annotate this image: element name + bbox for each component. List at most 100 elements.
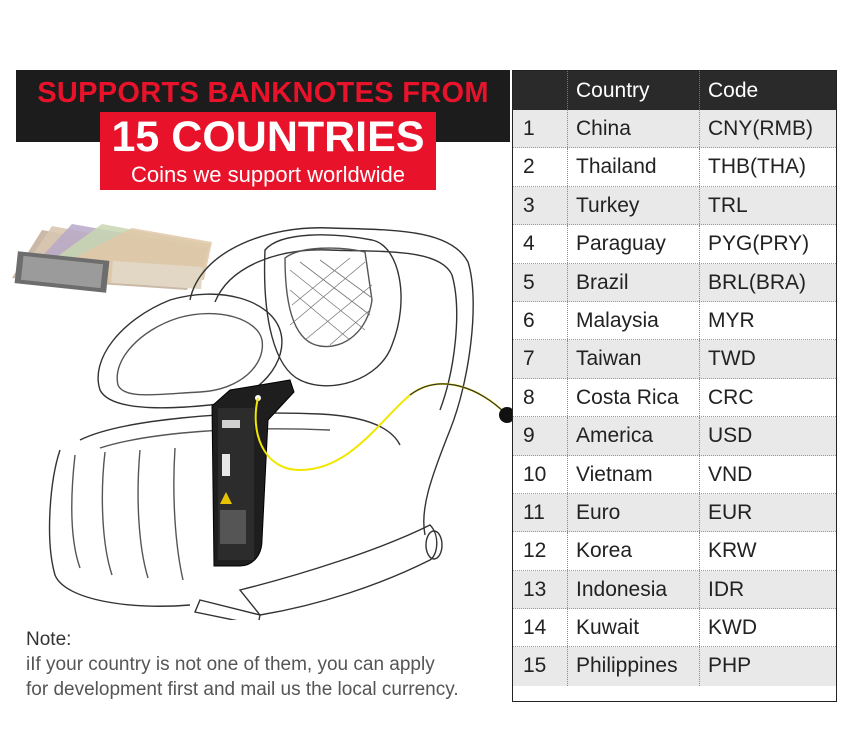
column-divider	[567, 493, 568, 532]
column-divider	[567, 455, 568, 493]
row-code: THB(THA)	[708, 155, 806, 179]
row-country: Kuwait	[576, 616, 640, 640]
row-number: 5	[523, 270, 535, 294]
column-divider	[699, 148, 700, 186]
header-code: Code	[708, 79, 759, 102]
table-row: 15 Philippines PHP	[513, 647, 836, 687]
row-country: China	[576, 117, 631, 140]
row-number: 6	[523, 308, 535, 332]
row-country: Vietnam	[576, 462, 653, 486]
column-divider	[567, 148, 568, 186]
row-code: TRL	[708, 193, 748, 217]
column-divider	[699, 493, 700, 532]
row-number: 1	[523, 117, 535, 140]
table-row: 12 Korea KRW	[513, 532, 836, 571]
table-header: Country Code	[513, 71, 836, 110]
column-divider	[567, 340, 568, 378]
table-body: 1 China CNY(RMB) 2 Thailand THB(THA) 3 Turkey TR…	[513, 110, 836, 687]
row-number: 14	[523, 616, 547, 640]
column-divider	[567, 186, 568, 225]
row-code: EUR	[708, 500, 753, 524]
row-code: KRW	[708, 539, 757, 563]
column-divider	[567, 609, 568, 647]
row-number: 11	[523, 500, 545, 524]
note-block: Note: iIf your country is not one of the…	[26, 627, 506, 702]
connector-dot	[499, 407, 512, 423]
table-row: 6 Malaysia MYR	[513, 301, 836, 341]
column-divider	[699, 225, 700, 263]
row-code: CRC	[708, 385, 754, 409]
row-country: Costa Rica	[576, 385, 679, 409]
row-country: Korea	[576, 539, 633, 563]
row-country: America	[576, 424, 654, 448]
column-divider	[699, 532, 700, 570]
row-country: Indonesia	[576, 577, 668, 601]
column-divider	[567, 570, 568, 609]
header-divider	[699, 71, 700, 110]
table-row: 4 Paraguay PYG(PRY)	[513, 225, 836, 264]
promo-banner: SUPPORTS BANKNOTES FROM 15 COUNTRIES Coi…	[16, 70, 510, 194]
column-divider	[567, 301, 568, 340]
table-row: 11 Euro EUR	[513, 493, 836, 533]
column-divider	[567, 532, 568, 570]
banner-red-box: 15 COUNTRIES Coins we support worldwide	[100, 112, 436, 190]
row-country: Brazil	[576, 270, 629, 294]
header-divider	[567, 71, 568, 110]
row-number: 7	[523, 347, 535, 371]
row-code: PYG(PRY)	[708, 232, 810, 256]
row-code: MYR	[708, 308, 755, 332]
column-divider	[699, 570, 700, 609]
row-country: Turkey	[576, 193, 640, 217]
table-row: 1 China CNY(RMB)	[513, 110, 836, 149]
table-row: 3 Turkey TRL	[513, 186, 836, 226]
note-line-1: iIf your country is not one of them, you…	[26, 654, 435, 675]
header-country: Country	[576, 79, 650, 102]
column-divider	[699, 263, 700, 301]
row-country: Thailand	[576, 155, 657, 179]
row-number: 10	[523, 462, 547, 486]
column-divider	[699, 340, 700, 378]
column-divider	[699, 378, 700, 417]
column-divider	[699, 609, 700, 647]
column-divider	[567, 647, 568, 687]
row-code: VND	[708, 462, 753, 486]
row-country: Euro	[576, 500, 621, 524]
banner-headline: SUPPORTS BANKNOTES FROM	[37, 77, 489, 109]
note-title: Note:	[26, 629, 72, 650]
row-number: 13	[523, 577, 547, 601]
row-number: 12	[523, 539, 547, 563]
table-row: 10 Vietnam VND	[513, 455, 836, 494]
row-number: 2	[523, 155, 535, 179]
row-code: CNY(RMB)	[708, 117, 813, 140]
column-divider	[699, 186, 700, 225]
table-row: 7 Taiwan TWD	[513, 340, 836, 379]
row-country: Philippines	[576, 654, 678, 678]
row-country: Malaysia	[576, 308, 659, 332]
currency-table: Country Code 1 China CNY(RMB) 2 Thailand THB(…	[512, 70, 837, 702]
table-row: 2 Thailand THB(THA)	[513, 148, 836, 187]
column-divider	[699, 110, 700, 148]
column-divider	[567, 225, 568, 263]
row-code: TWD	[708, 347, 756, 371]
column-divider	[699, 455, 700, 493]
row-code: PHP	[708, 654, 752, 678]
column-divider	[567, 110, 568, 148]
row-country: Paraguay	[576, 232, 666, 256]
note-line-2: for development first and mail us the lo…	[26, 679, 459, 700]
row-number: 4	[523, 232, 535, 256]
row-number: 15	[523, 654, 547, 678]
row-country: Taiwan	[576, 347, 642, 371]
row-code: USD	[708, 424, 753, 448]
column-divider	[567, 378, 568, 417]
column-divider	[699, 647, 700, 687]
row-code: KWD	[708, 616, 757, 640]
column-divider	[699, 417, 700, 455]
row-number: 3	[523, 193, 535, 217]
column-divider	[567, 417, 568, 455]
bill-acceptor-device	[211, 379, 295, 567]
banknotes-fan-image	[12, 224, 212, 293]
